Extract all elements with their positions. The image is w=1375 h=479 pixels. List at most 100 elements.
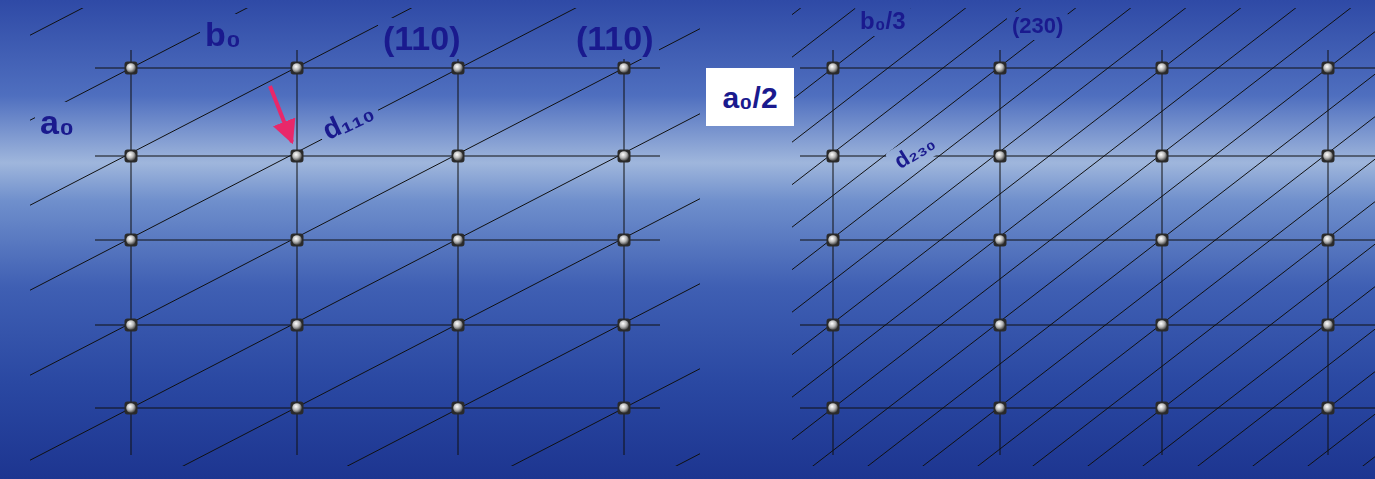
lattice-point	[1156, 319, 1169, 332]
lattice-point	[619, 235, 629, 245]
lattice-point	[292, 235, 302, 245]
lattice-row	[95, 408, 660, 409]
plane-trace	[30, 369, 700, 466]
axis-label: d₂₃₀	[890, 130, 940, 173]
lattice-row	[800, 408, 1375, 409]
lattice-point	[452, 62, 465, 75]
lattice-point	[827, 234, 840, 247]
lattice-point	[1323, 151, 1333, 161]
plane-trace	[30, 199, 700, 466]
lattice-point	[292, 403, 302, 413]
lattice-row	[95, 325, 660, 326]
lattice-column	[131, 50, 132, 455]
lattice-lines	[792, 8, 1375, 466]
lattice-point	[619, 63, 629, 73]
lattice-point	[995, 151, 1005, 161]
lattice-point	[994, 150, 1007, 163]
lattice-point	[125, 402, 138, 415]
lattice-points	[125, 62, 1335, 415]
lattice-point	[291, 150, 304, 163]
lattice-point	[126, 63, 136, 73]
plane-trace	[792, 202, 1375, 466]
lattice-point	[292, 151, 302, 161]
plane-trace	[30, 29, 700, 376]
plane-trace	[792, 414, 1375, 466]
plane-trace	[792, 8, 1375, 397]
lattice-point	[292, 63, 302, 73]
plane-trace	[792, 457, 1375, 466]
lattice-point	[1156, 234, 1169, 247]
lattice-row	[95, 68, 660, 69]
axis-label: b₀/3	[860, 8, 906, 34]
lattice-point	[1157, 403, 1167, 413]
lattice-point	[994, 234, 1007, 247]
plane-trace	[30, 454, 700, 466]
lattice-point	[1322, 62, 1335, 75]
lattice-point	[1157, 320, 1167, 330]
plane-trace	[792, 244, 1375, 466]
plane-trace	[30, 284, 700, 466]
plane-trace	[30, 8, 700, 290]
lattice-point	[827, 62, 840, 75]
lattice-point	[126, 320, 136, 330]
plane-trace	[792, 8, 1375, 355]
lattice-point	[1322, 150, 1335, 163]
lattice-point	[452, 234, 465, 247]
spacing-arrow	[270, 86, 292, 142]
lattice-row	[95, 156, 660, 157]
axis-label: (230)	[1012, 14, 1063, 38]
lattice-point	[452, 402, 465, 415]
lattice-point	[618, 234, 631, 247]
lattice-point	[452, 319, 465, 332]
plane-trace	[792, 8, 1375, 142]
plane-trace	[792, 117, 1375, 466]
lattice-point	[126, 151, 136, 161]
plane-trace	[792, 159, 1375, 466]
plane-trace	[792, 329, 1375, 466]
lattice-point	[1157, 63, 1167, 73]
lattice-point	[994, 402, 1007, 415]
lattice-point	[618, 62, 631, 75]
plane-trace	[792, 372, 1375, 466]
lattice-point	[994, 319, 1007, 332]
plane-trace	[792, 8, 1375, 440]
lattice-point	[827, 150, 840, 163]
lattice-point	[619, 403, 629, 413]
lattice-point	[828, 320, 838, 330]
lattice-point	[828, 63, 838, 73]
lattice-row	[800, 156, 1375, 157]
lattice-point	[453, 151, 463, 161]
lattice-point	[452, 150, 465, 163]
plane-trace	[792, 8, 1375, 270]
axis-label: d₁₁₀	[318, 96, 379, 146]
lattice-row	[95, 240, 660, 241]
axis-label: (110)	[383, 20, 461, 57]
lattice-point	[291, 234, 304, 247]
plane-trace	[792, 8, 1375, 312]
lattice-row	[800, 68, 1375, 69]
lattice-point	[619, 151, 629, 161]
plane-trace	[792, 32, 1375, 466]
plane-trace	[792, 8, 1375, 227]
lattice-point	[453, 63, 463, 73]
lattice-point	[125, 62, 138, 75]
lattice-point	[291, 62, 304, 75]
lattice-point	[618, 319, 631, 332]
lattice-column	[297, 50, 298, 455]
lattice-point	[827, 319, 840, 332]
lattice-point	[827, 402, 840, 415]
intercept-box: a₀/2	[706, 68, 794, 126]
plane-trace	[792, 8, 1375, 100]
lattice-point	[126, 403, 136, 413]
lattice-point	[995, 403, 1005, 413]
lattice-point	[1322, 402, 1335, 415]
lattice-lines	[30, 8, 700, 466]
lattice-point	[125, 150, 138, 163]
lattice-point	[828, 235, 838, 245]
lattice-point	[1323, 320, 1333, 330]
lattice-point	[125, 319, 138, 332]
lattice-point	[453, 320, 463, 330]
lattice-point	[1157, 235, 1167, 245]
intercept-label: a₀/2	[722, 81, 777, 114]
